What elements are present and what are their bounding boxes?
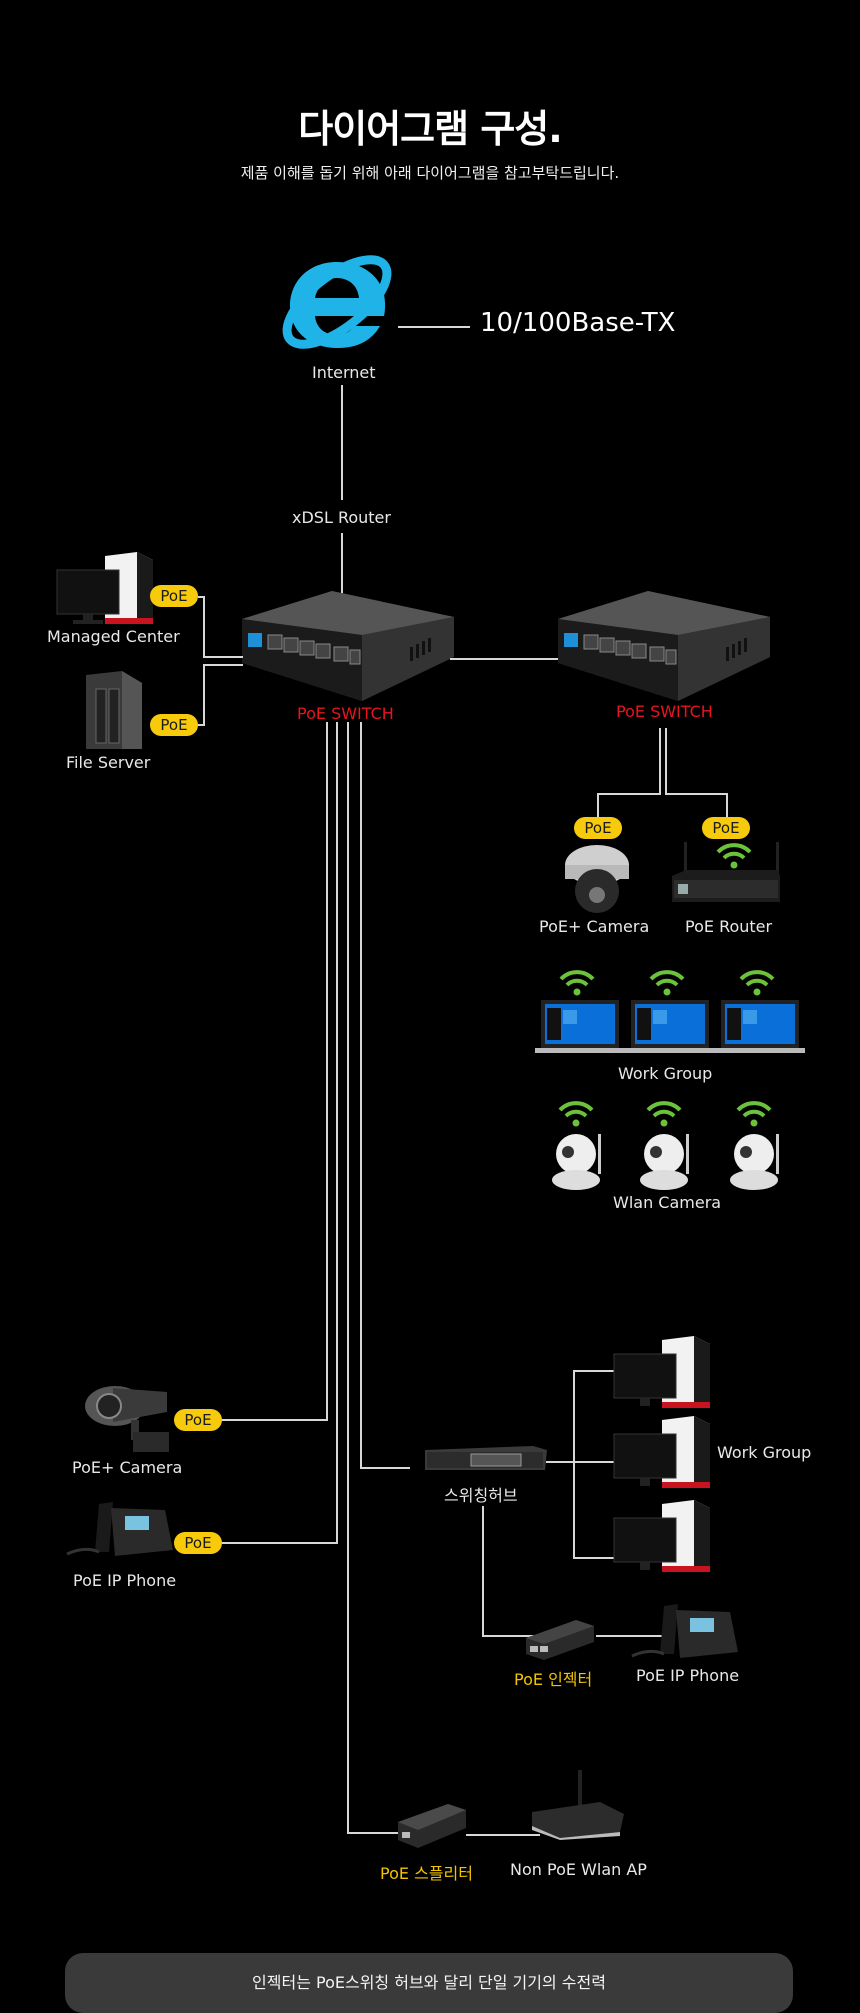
managed-center-image xyxy=(56,552,153,624)
poe-badge-file-server: PoE xyxy=(150,714,198,736)
main-poe-switch-image xyxy=(242,591,454,701)
managed-center-line-v xyxy=(203,596,205,656)
non-poe-ap-label: Non PoE Wlan AP xyxy=(510,1860,647,1879)
main-switch-label: PoE SWITCH xyxy=(297,704,394,723)
wlan-cameras xyxy=(550,1098,800,1192)
file-server-line-v xyxy=(203,664,205,726)
switch-to-switch-line xyxy=(450,658,560,660)
managed-center-line-h1 xyxy=(198,596,203,598)
poe-badge-dome-camera: PoE xyxy=(574,817,622,839)
trunk-line-hub xyxy=(360,722,362,1468)
dome-camera-image xyxy=(565,845,629,913)
wlan-camera-image xyxy=(730,1134,779,1190)
trunk-to-splitter-line xyxy=(347,1832,401,1834)
poe-injector-label: PoE 인젝터 xyxy=(514,1670,593,1689)
router-switch-line xyxy=(341,533,343,603)
wlan-camera-image xyxy=(552,1134,601,1190)
second-switch-label: PoE SWITCH xyxy=(616,702,713,721)
wireless-workgroup xyxy=(535,967,805,1055)
wifi-icon xyxy=(558,1101,594,1127)
workgroup-bus-line xyxy=(573,1370,575,1558)
wireless-workgroup-label: Work Group xyxy=(618,1064,713,1083)
hub-workgroup-label: Work Group xyxy=(717,1443,812,1462)
switching-hub-label: 스위칭허브 xyxy=(444,1486,518,1505)
trunk-line-splitter xyxy=(347,722,349,1834)
file-server-image xyxy=(86,671,142,749)
router-branch-h xyxy=(665,793,727,795)
speed-connector-line xyxy=(398,326,470,328)
wlan-ap-image xyxy=(532,1770,624,1840)
info-box: 인젝터는 PoE스위칭 허브와 달리 단일 기기의 수전력 xyxy=(65,1953,793,2013)
ip-phone-line xyxy=(222,1542,338,1544)
speed-label: 10/100Base-TX xyxy=(480,308,676,338)
page-subtitle: 제품 이해를 돕기 위해 아래 다이어그램을 참고부탁드립니다. xyxy=(240,164,620,182)
second-switch-down-a xyxy=(659,728,661,794)
hub-to-injector-line-h xyxy=(482,1635,542,1637)
wifi-icon xyxy=(736,1101,772,1127)
poe-badge-poe-router: PoE xyxy=(702,817,750,839)
managed-center-label: Managed Center xyxy=(47,627,180,646)
wifi-icon xyxy=(716,843,752,869)
wifi-icon xyxy=(739,970,775,996)
bullet-camera-image xyxy=(85,1386,169,1452)
second-poe-switch-image xyxy=(558,591,770,701)
bullet-camera-label: PoE+ Camera xyxy=(72,1458,183,1477)
laptop-image xyxy=(625,1000,715,1053)
managed-center-line-h2 xyxy=(203,656,243,658)
file-server-label: File Server xyxy=(66,753,151,772)
internet-router-line xyxy=(341,385,343,500)
ip-phone-image xyxy=(631,1604,738,1658)
page-title: 다이어그램 구성. xyxy=(298,107,562,151)
trunk-line-camera xyxy=(326,722,328,1420)
wifi-icon xyxy=(559,970,595,996)
camera-branch-v xyxy=(597,793,599,819)
wifi-icon xyxy=(649,970,685,996)
desktop-pc-image xyxy=(613,1416,710,1488)
desktop-pc-image xyxy=(613,1336,710,1408)
ip-phone-image xyxy=(66,1502,173,1556)
injector-to-phone-line xyxy=(596,1635,662,1637)
info-text: 인젝터는 PoE스위칭 허브와 달리 단일 기기의 수전력 xyxy=(252,1973,606,1992)
desktop-pc-image xyxy=(613,1500,710,1572)
hub-uplink-line xyxy=(360,1467,410,1469)
internet-label: Internet xyxy=(312,363,376,382)
wifi-icon xyxy=(646,1101,682,1127)
wlan-camera-label: Wlan Camera xyxy=(613,1193,722,1212)
bullet-camera-line xyxy=(222,1419,328,1421)
poe-splitter-image xyxy=(398,1804,466,1848)
poe-badge-bullet-camera: PoE xyxy=(174,1409,222,1431)
wlan-camera-image xyxy=(640,1134,689,1190)
poe-router-image xyxy=(672,842,780,902)
trunk-line-phone xyxy=(336,722,338,1543)
ip-phone-label: PoE IP Phone xyxy=(73,1571,177,1590)
hub-to-workgroup-line xyxy=(546,1461,616,1463)
switching-hub-image xyxy=(425,1446,547,1470)
workgroup-pc1-line xyxy=(573,1370,616,1372)
hub-ip-phone-label: PoE IP Phone xyxy=(636,1666,740,1685)
hub-to-injector-line-v xyxy=(482,1506,484,1636)
poe-splitter-label: PoE 스플리터 xyxy=(380,1864,473,1883)
poe-router-label: PoE Router xyxy=(685,917,773,936)
camera-branch-h xyxy=(598,793,661,795)
splitter-to-ap-line xyxy=(466,1834,540,1836)
file-server-line-h2 xyxy=(198,724,203,726)
file-server-line-h1 xyxy=(203,664,243,666)
workgroup-pc3-line xyxy=(573,1557,616,1559)
poe-badge-ip-phone: PoE xyxy=(174,1532,222,1554)
poe-injector-image xyxy=(526,1620,594,1660)
second-switch-down-b xyxy=(665,728,667,794)
router-branch-v xyxy=(726,793,728,819)
laptop-image xyxy=(535,1000,625,1053)
laptop-image xyxy=(715,1000,805,1053)
router-label: xDSL Router xyxy=(292,508,391,527)
dome-camera-label: PoE+ Camera xyxy=(539,917,650,936)
internet-explorer-icon xyxy=(282,255,392,349)
poe-badge-managed-center: PoE xyxy=(150,585,198,607)
